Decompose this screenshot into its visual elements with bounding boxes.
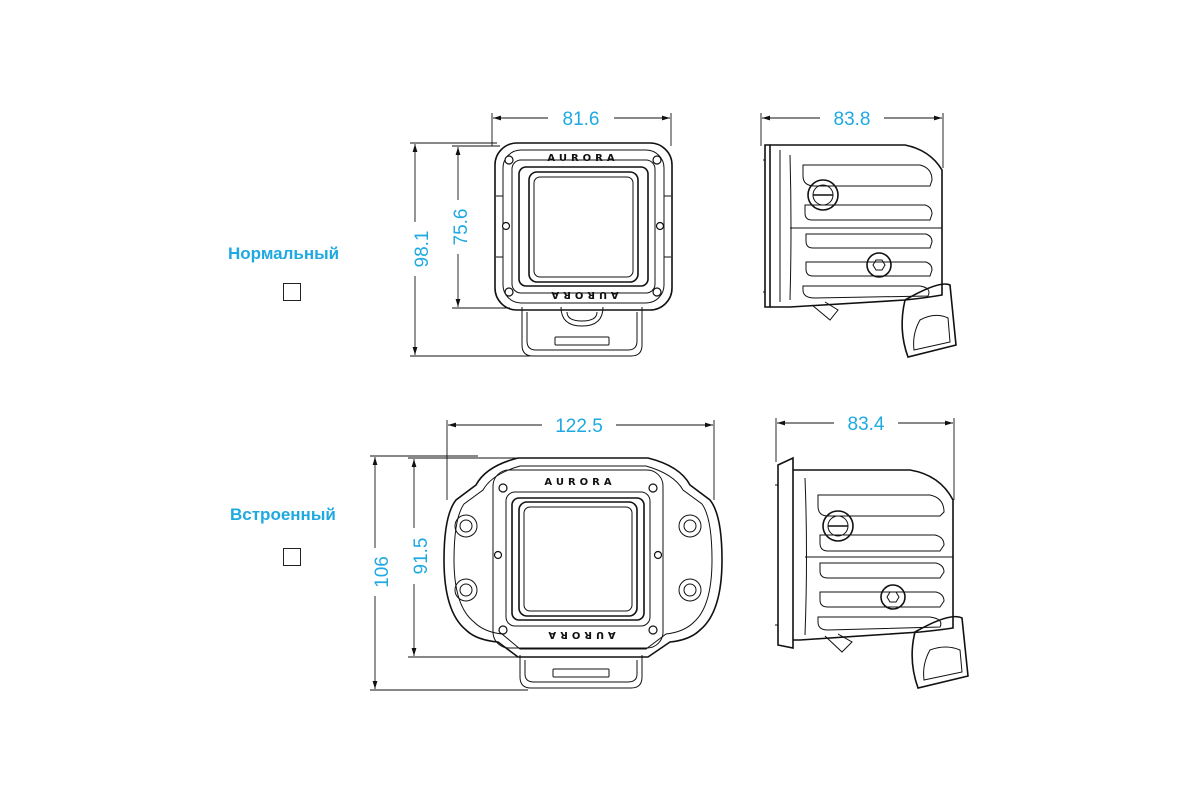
checkbox-flush[interactable] xyxy=(283,548,301,566)
checkbox-normal[interactable] xyxy=(283,283,301,301)
dimensions-side-normal: 83.8 xyxy=(760,106,944,168)
variant-label-flush: Встроенный xyxy=(230,505,336,524)
brand-bottom-flush: AURORA xyxy=(544,629,615,640)
dim-height-body-normal: 75.6 xyxy=(451,209,472,246)
dim-width-normal: 81.6 xyxy=(563,109,600,130)
dimensions-side-flush: 83.4 xyxy=(775,411,955,500)
dim-height-total-flush: 106 xyxy=(372,556,393,588)
dimensions-front-normal: 81.6 98.1 75.6 xyxy=(404,106,672,357)
dimensions-front-flush: 122.5 106 91.5 xyxy=(364,413,715,691)
brand-bottom-normal: AURORA xyxy=(547,289,618,300)
dim-depth-flush: 83.4 xyxy=(848,414,885,435)
side-view-normal xyxy=(763,144,957,358)
brand-top-flush: AURORA xyxy=(544,477,615,488)
variant-label-normal: Нормальный xyxy=(228,244,340,263)
front-view-flush: AURORA AURORA xyxy=(443,457,723,689)
dim-height-total-normal: 98.1 xyxy=(412,231,433,268)
brand-top-normal: AURORA xyxy=(547,153,618,164)
dim-height-body-flush: 91.5 xyxy=(411,538,432,575)
dim-depth-normal: 83.8 xyxy=(834,109,871,130)
dim-width-flush: 122.5 xyxy=(555,416,603,437)
front-view-normal: AURORA AURORA xyxy=(494,142,673,357)
side-view-flush xyxy=(775,456,969,689)
